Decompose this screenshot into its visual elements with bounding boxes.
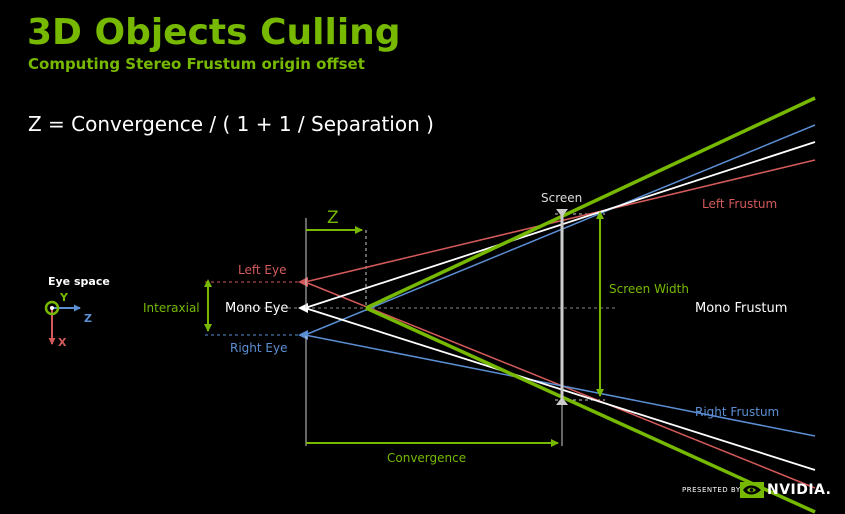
mono-frustum-lower [304,307,816,471]
mono-eye-label: Mono Eye [225,301,289,316]
eye-space-label: Eye space [48,275,110,288]
page-title: 3D Objects Culling [27,12,401,53]
left-frustum-upper [304,159,816,283]
mono-frustum-label: Mono Frustum [695,301,788,316]
z-offset-label: Z [327,208,339,228]
z-offset-indicator [305,218,363,308]
screen-label: Screen [541,191,583,205]
right-frustum-upper [304,124,816,336]
offset-frustum-lower [365,306,816,514]
formula: Z = Convergence / ( 1 + 1 / Separation ) [28,112,434,136]
axis-y-label: Y [60,291,68,304]
left-eye-label: Left Eye [238,263,287,277]
screen-top-marker [556,209,568,217]
presented-by-label: PRESENTED BY [682,486,741,494]
eye-space-axes [44,300,81,345]
offset-frustum-upper [365,96,816,310]
brand-name: NVIDIA. [767,482,832,498]
frustum-lines [304,96,816,514]
mono-frustum-upper [304,141,816,309]
left-frustum-label: Left Frustum [702,197,778,211]
nvidia-logo: NVIDIA. [740,480,832,500]
right-frustum-lower [304,334,816,437]
right-eye-label: Right Eye [230,341,288,355]
screen-bottom-marker [556,397,568,405]
page-subtitle: Computing Stereo Frustum origin offset [28,55,365,73]
eye-icon [44,300,60,316]
screen-plane [556,209,568,405]
convergence-label: Convergence [387,451,467,465]
nvidia-eye-logo-icon [740,482,764,498]
screen-width-label: Screen Width [609,282,689,296]
axis-x-label: X [58,336,67,349]
convergence-dimension [305,336,563,447]
right-frustum-label: Right Frustum [695,405,780,419]
interaxial-label: Interaxial [143,301,200,315]
axis-z-label: Z [84,312,92,325]
